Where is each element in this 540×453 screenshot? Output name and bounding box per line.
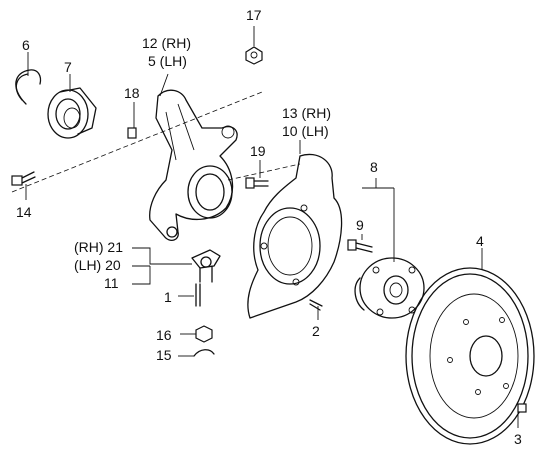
- callout-21-rh: (RH) 21: [74, 239, 123, 255]
- callout-1: 1: [164, 289, 172, 305]
- snap-ring-part[interactable]: [15, 69, 42, 105]
- callout-11: 11: [104, 275, 119, 291]
- ball-joint-part[interactable]: [191, 249, 221, 283]
- nut-top-part[interactable]: [245, 46, 263, 65]
- dust-cover-part[interactable]: [247, 153, 343, 319]
- small-bolt-part[interactable]: [127, 127, 137, 139]
- callout-10-lh: 10 (LH): [282, 123, 329, 139]
- disc-screw-part[interactable]: [517, 403, 527, 413]
- callout-14: 14: [16, 204, 32, 220]
- callout-3: 3: [514, 431, 522, 447]
- callout-17: 17: [246, 7, 262, 23]
- callout-18: 18: [124, 85, 140, 101]
- callout-19: 19: [250, 143, 266, 159]
- bolt-cover-part[interactable]: [309, 299, 323, 311]
- axis-line-mid: [227, 163, 301, 181]
- bolt-left-part[interactable]: [11, 171, 36, 186]
- steering-knuckle-part[interactable]: [149, 89, 238, 242]
- callout-6: 6: [22, 37, 30, 53]
- cotter-pin-part[interactable]: [195, 283, 201, 307]
- brake-disc-part[interactable]: [405, 267, 535, 445]
- callout-2: 2: [312, 323, 320, 339]
- axis-line-left: [11, 91, 263, 193]
- callout-4: 4: [476, 233, 484, 249]
- callout-15: 15: [156, 347, 172, 363]
- clip-part[interactable]: [193, 349, 215, 357]
- callout-9: 9: [356, 217, 364, 233]
- callout-20-lh: (LH) 20: [74, 257, 121, 273]
- callout-13-rh: 13 (RH): [282, 105, 331, 121]
- castle-nut-part[interactable]: [195, 325, 213, 343]
- callout-8: 8: [370, 159, 378, 175]
- hub-bolt-part[interactable]: [347, 239, 373, 253]
- wheel-bearing-part[interactable]: [47, 87, 97, 139]
- wheel-hub-part[interactable]: [354, 257, 425, 319]
- callout-5-lh: 5 (LH): [148, 53, 187, 69]
- screw-part[interactable]: [245, 177, 269, 189]
- callout-12-rh: 12 (RH): [142, 35, 191, 51]
- callout-7: 7: [64, 59, 72, 75]
- callout-16: 16: [156, 327, 172, 343]
- leader-lines: [25, 26, 519, 428]
